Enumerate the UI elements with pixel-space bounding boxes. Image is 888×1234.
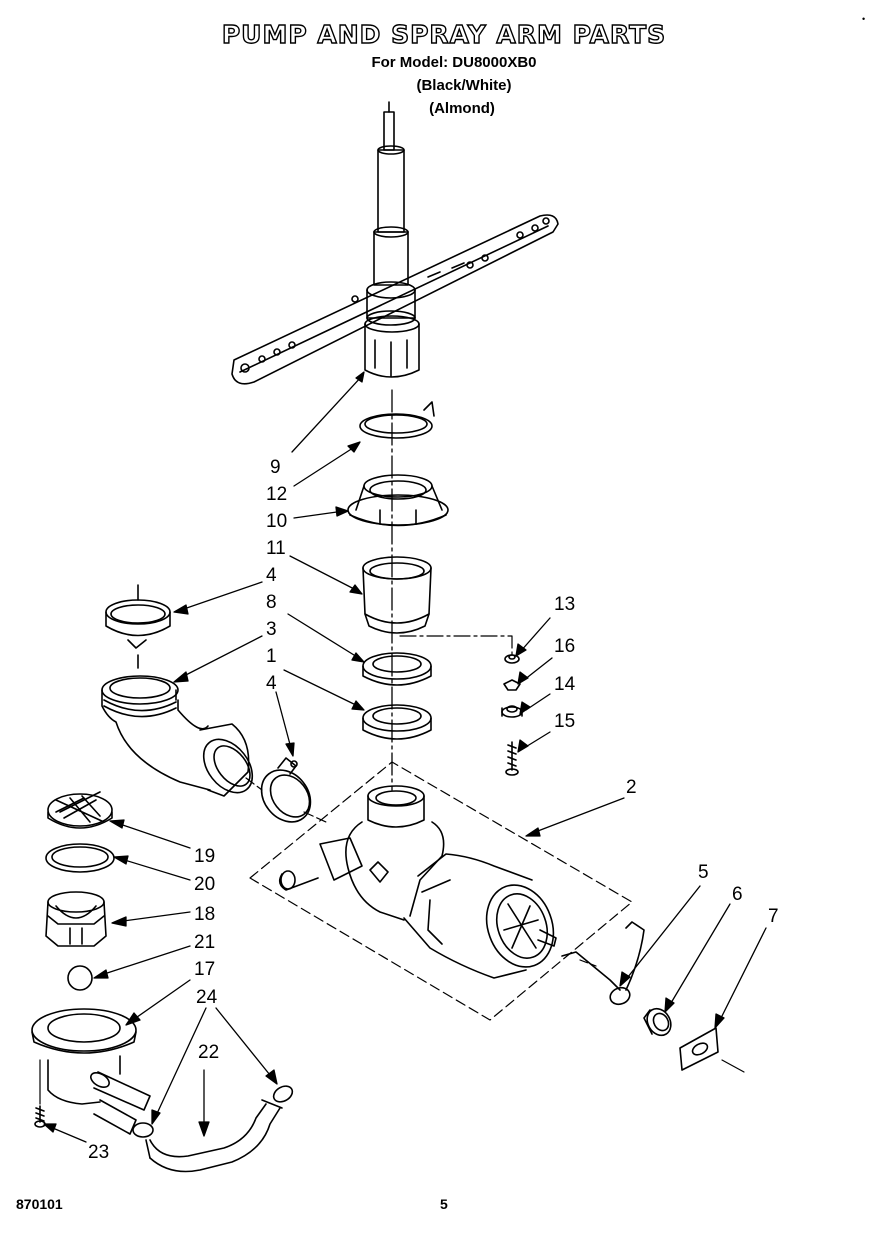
label-part: 5: [698, 862, 709, 883]
part-23-screw: [34, 1105, 46, 1128]
color-variant-2: (Almond): [429, 100, 495, 117]
label-part: 8: [266, 592, 277, 613]
part-2-pump-motor: [249, 761, 633, 1021]
label-part: 13: [554, 594, 575, 615]
label-part: 18: [194, 904, 215, 925]
label-part: 10: [266, 511, 287, 532]
label-part: 23: [88, 1142, 109, 1163]
spray-arm-assembly: [231, 101, 559, 385]
leader-lines: [43, 371, 767, 1143]
part-6-grommet: [643, 1007, 672, 1037]
label-part: 3: [266, 619, 277, 640]
label-part: 7: [768, 906, 779, 927]
model-line: For Model: DU8000XB0: [371, 54, 537, 71]
part-20-seal: [45, 843, 115, 873]
part-4-clamp-upper: [105, 584, 171, 669]
label-part: 20: [194, 874, 215, 895]
label-part: 16: [554, 636, 575, 657]
part-11-cylinder: [362, 556, 432, 634]
part-24-hose-clamps: [132, 1085, 294, 1138]
part-1-ring: [362, 704, 432, 740]
part-number-labels: 9 12 10 11 4 8 3 1 4 13 16 14 15 2 19 20…: [88, 457, 779, 1163]
part-19-filter-screen: [47, 791, 113, 829]
label-part: 6: [732, 884, 743, 905]
label-part: 22: [198, 1042, 219, 1063]
part-4-clamp-lower: [260, 757, 327, 823]
label-part: 24: [196, 987, 218, 1008]
doc-number: 870101: [16, 1196, 63, 1212]
label-part: 9: [270, 457, 281, 478]
label-part: 12: [266, 484, 287, 505]
label-part: 1: [266, 646, 277, 667]
part-17-sump: [31, 1008, 151, 1135]
label-part: 4: [266, 673, 277, 694]
part-22-drain-hose: [145, 1099, 283, 1173]
color-variant-1: (Black/White): [416, 77, 512, 94]
label-part: 14: [554, 674, 576, 695]
part-7-gasket: [679, 1027, 745, 1073]
page-title: PUMP AND SPRAY ARM PARTS: [221, 19, 667, 49]
part-8-ring: [362, 652, 432, 686]
label-part: 11: [266, 538, 286, 559]
label-part: 21: [194, 932, 215, 953]
label-part: 17: [194, 959, 215, 980]
fastener-parts: [399, 635, 523, 776]
label-part: 2: [626, 777, 637, 798]
label-part: 4: [266, 565, 277, 586]
label-part: 15: [554, 711, 575, 732]
page-number: 5: [440, 1196, 448, 1212]
part-5-wire-clip: [561, 921, 645, 1006]
part-12-snap-ring: [359, 401, 435, 439]
label-part: 19: [194, 846, 215, 867]
part-21-ball: [67, 965, 93, 991]
part-10-retainer: [347, 474, 449, 527]
corner-mark: •: [862, 14, 866, 24]
part-18-valve-housing: [45, 891, 107, 947]
part-3-elbow-hose: [101, 675, 263, 797]
